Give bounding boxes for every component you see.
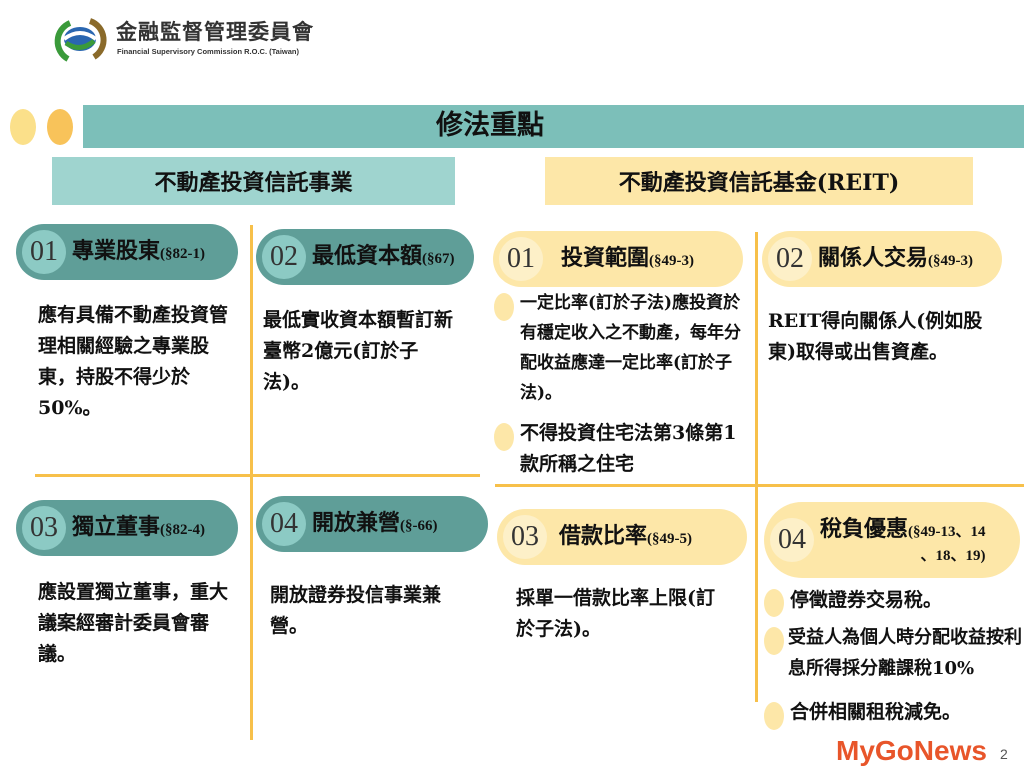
item-concurrent-business: 04 開放兼營(§-66)	[256, 496, 488, 552]
item-title: 關係人交易	[818, 244, 929, 271]
item-number: 01	[22, 230, 66, 274]
item-professional-shareholder: 01 專業股東(§82-1)	[16, 224, 238, 280]
item-min-capital: 02 最低資本額(§67)	[256, 229, 474, 285]
item-title: 借款比率	[559, 522, 648, 549]
item-bullet: 不得投資住宅法第3條第1款所稱之住宅	[520, 422, 737, 475]
item-number: 04	[770, 518, 814, 562]
item-number: 04	[262, 502, 306, 546]
item-body: 採單一借款比率上限(訂於子法)。	[516, 587, 715, 640]
decor-dot	[10, 109, 36, 145]
item-related-party: 02 關係人交易(§49-3)	[762, 231, 1002, 287]
fsc-logo-icon	[54, 18, 107, 62]
title-banner	[83, 105, 1024, 148]
item-body: 最低實收資本額暫訂新臺幣2億元(訂於子法)。	[263, 309, 454, 393]
item-title: 最低資本額	[312, 242, 423, 269]
item-title: 專業股東	[72, 237, 161, 264]
item-bullet: 一定比率(訂於子法)應投資於有穩定收入之不動產，每年分配收益應達一定比率(訂於子…	[520, 293, 741, 403]
right-heading: 不動產投資信託基金(REIT)	[545, 157, 973, 205]
item-ref: (§82-1)	[160, 245, 206, 262]
item-ref: (§49-5)	[647, 530, 693, 547]
org-name-en: Financial Supervisory Commission R.O.C. …	[117, 47, 299, 56]
bullet-icon	[494, 293, 514, 321]
left-heading: 不動產投資信託事業	[52, 157, 455, 205]
divider	[755, 232, 758, 702]
item-investment-scope: 01 投資範圍(§49-3)	[493, 231, 743, 287]
item-title: 開放兼營	[312, 509, 401, 536]
item-body: 開放證券投信事業兼營。	[270, 584, 442, 637]
item-title: 投資範圍	[561, 244, 650, 271]
item-body: 應設置獨立董事，重大議案經審計委員會審議。	[38, 581, 229, 665]
divider	[35, 474, 480, 477]
item-borrowing-ratio: 03 借款比率(§49-5)	[497, 509, 747, 565]
decor-dot	[47, 109, 73, 145]
bullet-icon	[764, 702, 784, 730]
item-ref: (§49-3)	[928, 252, 974, 269]
item-tax-incentive: 04 稅負優惠(§49-13、14 、18、19)	[764, 502, 1020, 578]
item-ref-continued: 、18、19)	[920, 547, 986, 564]
item-ref: (§-66)	[400, 517, 438, 534]
item-number: 02	[768, 237, 812, 281]
page-number: 2	[1000, 746, 1008, 762]
item-body: REIT得向關係人(例如股東)取得或出售資產。	[768, 310, 983, 363]
item-bullet: 受益人為個人時分配收益按利息所得採分離課稅10%	[788, 627, 1022, 679]
item-bullet: 停徵證券交易稅。	[790, 589, 943, 611]
item-ref: (§67)	[422, 250, 455, 267]
item-title: 獨立董事	[72, 513, 161, 540]
item-body: 應有具備不動產投資管理相關經驗之專業股東，持股不得少於50%。	[38, 304, 229, 419]
bullet-icon	[764, 589, 784, 617]
org-name-cn: 金融監督管理委員會	[116, 20, 314, 44]
item-ref: (§49-3)	[649, 252, 695, 269]
item-number: 01	[499, 237, 543, 281]
item-number: 03	[503, 515, 547, 559]
divider	[495, 484, 1024, 487]
item-title: 稅負優惠	[820, 515, 909, 542]
watermark-logo: MyGoNews	[836, 735, 987, 766]
item-number: 02	[262, 235, 306, 279]
page-title: 修法重點	[436, 110, 544, 141]
divider	[250, 225, 253, 740]
bullet-icon	[764, 627, 784, 655]
item-bullet: 合併相關租稅減免。	[790, 701, 962, 723]
item-ref: (§82-4)	[160, 521, 206, 538]
bullet-icon	[494, 423, 514, 451]
item-ref: (§49-13、14	[908, 523, 986, 540]
item-independent-director: 03 獨立董事(§82-4)	[16, 500, 238, 556]
item-number: 03	[22, 506, 66, 550]
